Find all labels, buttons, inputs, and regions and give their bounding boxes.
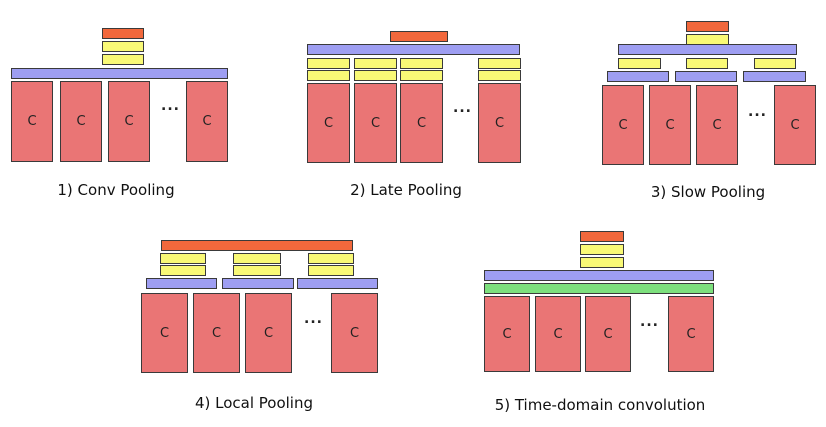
local-fc-upper-1 <box>160 253 206 264</box>
conv-cnn-block-1: C <box>11 81 53 162</box>
local-output-layer <box>161 240 353 251</box>
late-cnn-block-2: C <box>354 83 397 163</box>
time-output-layer <box>580 231 624 242</box>
local-ellipsis: ... <box>304 311 323 327</box>
time-cnn-block-3: C <box>585 296 631 372</box>
local-fc-lower-3 <box>308 265 354 276</box>
conv-pooling-layer <box>11 68 228 79</box>
conv-output-layer <box>102 28 144 39</box>
local-pooling-2 <box>222 278 294 289</box>
conv-fc-layer-1 <box>102 54 144 65</box>
local-fc-upper-3 <box>308 253 354 264</box>
time-conv-layer <box>484 283 714 294</box>
conv-fc-layer-2 <box>102 41 144 52</box>
late-fc-upper-2 <box>354 58 397 69</box>
local-pooling-1 <box>146 278 217 289</box>
local-cnn-block-3: C <box>245 293 292 373</box>
slow-fc-1 <box>618 58 661 69</box>
caption-time-domain-conv: 5) Time-domain convolution <box>494 396 706 414</box>
late-ellipsis: ... <box>453 100 472 116</box>
late-fc-upper-4 <box>478 58 521 69</box>
local-cnn-block-1: C <box>141 293 188 373</box>
caption-slow-pooling: 3) Slow Pooling <box>650 183 766 201</box>
conv-ellipsis: ... <box>161 98 180 114</box>
slow-local-pooling-2 <box>675 71 737 82</box>
local-cnn-block-2: C <box>193 293 240 373</box>
slow-ellipsis: ... <box>748 104 767 120</box>
conv-cnn-block-4: C <box>186 81 228 162</box>
time-cnn-block-4: C <box>668 296 714 372</box>
late-fc-lower-1 <box>307 70 350 81</box>
conv-cnn-block-2: C <box>60 81 102 162</box>
slow-top-fc <box>686 34 729 45</box>
slow-cnn-block-4: C <box>774 85 816 165</box>
local-pooling-3 <box>297 278 378 289</box>
caption-late-pooling: 2) Late Pooling <box>350 181 462 199</box>
slow-local-pooling-1 <box>607 71 669 82</box>
late-cnn-block-3: C <box>400 83 443 163</box>
late-cnn-block-1: C <box>307 83 350 163</box>
slow-output-layer <box>686 21 729 32</box>
conv-cnn-block-3: C <box>108 81 150 162</box>
time-fc-lower <box>580 257 624 268</box>
late-cnn-block-4: C <box>478 83 521 163</box>
slow-fc-3 <box>754 58 796 69</box>
slow-cnn-block-1: C <box>602 85 644 165</box>
local-fc-upper-2 <box>233 253 281 264</box>
local-cnn-block-4: C <box>331 293 378 373</box>
late-fc-lower-2 <box>354 70 397 81</box>
late-fc-lower-4 <box>478 70 521 81</box>
local-fc-lower-2 <box>233 265 281 276</box>
late-fc-upper-1 <box>307 58 350 69</box>
late-fc-upper-3 <box>400 58 443 69</box>
caption-conv-pooling: 1) Conv Pooling <box>57 181 175 199</box>
slow-local-pooling-3 <box>743 71 806 82</box>
time-fc-upper <box>580 244 624 255</box>
time-cnn-block-1: C <box>484 296 530 372</box>
time-pooling-layer <box>484 270 714 281</box>
caption-local-pooling: 4) Local Pooling <box>194 394 314 412</box>
slow-fc-2 <box>686 58 728 69</box>
late-pooling-layer <box>307 44 520 55</box>
slow-pooling-layer <box>618 44 797 55</box>
slow-cnn-block-2: C <box>649 85 691 165</box>
late-output-layer <box>390 31 448 42</box>
late-fc-lower-3 <box>400 70 443 81</box>
time-ellipsis: ... <box>640 314 659 330</box>
local-fc-lower-1 <box>160 265 206 276</box>
slow-cnn-block-3: C <box>696 85 738 165</box>
time-cnn-block-2: C <box>535 296 581 372</box>
